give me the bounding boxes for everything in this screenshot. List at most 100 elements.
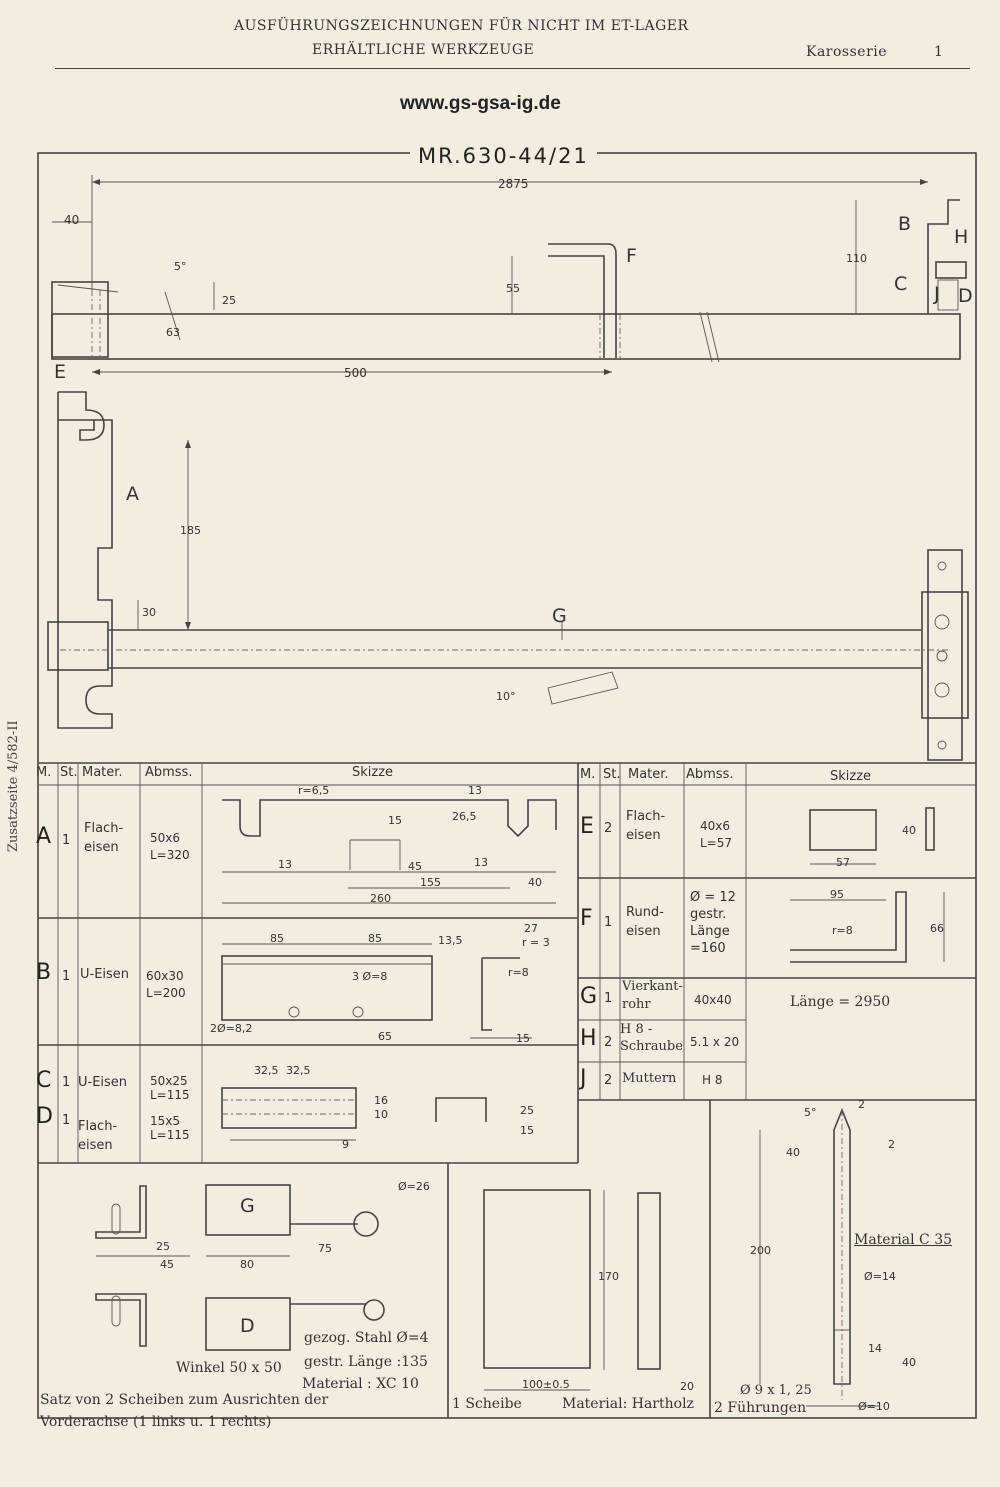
svg-text:40: 40 xyxy=(786,1146,800,1159)
svg-text:10: 10 xyxy=(374,1108,388,1121)
dim-110: 110 xyxy=(846,252,867,265)
hdr-st-right: St. xyxy=(603,767,621,782)
header-rule xyxy=(55,68,970,69)
svg-text:Ø=14: Ø=14 xyxy=(864,1270,896,1283)
header-section: Karosserie xyxy=(806,44,888,60)
svg-text:13,5: 13,5 xyxy=(438,934,463,947)
svg-text:45: 45 xyxy=(408,860,422,873)
part-b-letter: B xyxy=(36,960,52,985)
svg-text:40: 40 xyxy=(902,1356,916,1369)
svg-text:13: 13 xyxy=(474,856,488,869)
dim-63: 63 xyxy=(166,326,180,339)
svg-text:r=8: r=8 xyxy=(832,924,853,937)
svg-text:57: 57 xyxy=(836,856,850,869)
svg-text:16: 16 xyxy=(374,1094,388,1107)
hdr-m-right: M. xyxy=(580,767,596,782)
svg-text:13: 13 xyxy=(468,784,482,797)
svg-text:40: 40 xyxy=(902,824,916,837)
part-c-material: U-Eisen xyxy=(78,1075,128,1090)
part-g-letter: G xyxy=(580,984,598,1009)
svg-text:32,5: 32,5 xyxy=(286,1064,311,1077)
material-hartholz: Material: Hartholz xyxy=(562,1396,694,1412)
hdr-abmss-left: Abmss. xyxy=(145,765,193,780)
svg-text:200: 200 xyxy=(750,1244,771,1257)
hdr-skizze-left: Skizze xyxy=(352,765,394,780)
letter-c: C xyxy=(894,273,907,295)
dim-30: 30 xyxy=(142,606,156,619)
svg-text:26,5: 26,5 xyxy=(452,810,477,823)
part-a-letter: A xyxy=(36,824,52,849)
header-page-number: 1 xyxy=(934,44,944,60)
svg-text:14: 14 xyxy=(868,1342,882,1355)
letter-h: H xyxy=(954,226,968,248)
hdr-skizze-right: Skizze xyxy=(830,769,872,784)
svg-text:80: 80 xyxy=(240,1258,254,1271)
svg-text:2Ø=8,2: 2Ø=8,2 xyxy=(210,1022,252,1035)
part-a-dims: 50x6 L=320 xyxy=(150,831,190,863)
dim-5deg: 5° xyxy=(174,260,187,273)
part-e-dims: 40x6 L=57 xyxy=(700,819,733,851)
part-j-dims: H 8 xyxy=(702,1073,723,1087)
part-j-letter: J xyxy=(580,1066,587,1091)
svg-text:9: 9 xyxy=(342,1138,349,1151)
svg-text:40: 40 xyxy=(528,876,542,889)
thread-note: Ø 9 x 1, 25 xyxy=(740,1383,812,1398)
hdr-m-left: M. xyxy=(36,765,52,780)
winkel-top xyxy=(95,1185,147,1239)
letter-j: J xyxy=(933,283,940,305)
part-h-dims: 5.1 x 20 xyxy=(690,1035,740,1049)
part-d-letter: D xyxy=(36,1104,53,1129)
part-g-length: Länge = 2950 xyxy=(790,994,891,1010)
satz-note-2: Vorderachse (1 links u. 1 rechts) xyxy=(40,1414,272,1430)
part-c-dims: 50x25 L=115 xyxy=(150,1074,190,1103)
scheibe-note: 1 Scheibe xyxy=(452,1396,522,1412)
svg-text:15: 15 xyxy=(388,814,402,827)
part-h-material: H 8 - Schraube xyxy=(620,1022,683,1054)
dim-500: 500 xyxy=(344,366,367,380)
header-line-2: ERHÄLTLICHE WERKZEUGE xyxy=(312,42,535,58)
header-line-1: AUSFÜHRUNGSZEICHNUNGEN FÜR NICHT IM ET-L… xyxy=(234,18,689,34)
dim-185: 185 xyxy=(180,524,201,537)
guide-pin xyxy=(833,1107,851,1385)
svg-text:25: 25 xyxy=(156,1240,170,1253)
svg-text:260: 260 xyxy=(370,892,391,905)
hdr-mater-left: Mater. xyxy=(82,765,123,780)
sketch-f xyxy=(790,891,907,963)
part-e-material: Flach- eisen xyxy=(626,809,666,843)
part-f-material: Rund- eisen xyxy=(626,905,664,939)
svg-text:100±0.5: 100±0.5 xyxy=(522,1378,570,1391)
letter-e: E xyxy=(54,361,66,383)
svg-text:3 Ø=8: 3 Ø=8 xyxy=(352,970,387,983)
part-h-letter: H xyxy=(580,1026,597,1051)
svg-text:20: 20 xyxy=(680,1380,694,1393)
dim-55: 55 xyxy=(506,282,520,295)
dim-40: 40 xyxy=(64,213,79,227)
letter-d: D xyxy=(958,285,973,307)
svg-text:G: G xyxy=(240,1195,255,1217)
dim-length: 2875 xyxy=(498,177,529,191)
part-j-material: Muttern xyxy=(622,1071,677,1086)
part-f-dims: Ø = 12 gestr. Länge =160 xyxy=(690,890,736,956)
part-d-dims: 15x5 L=115 xyxy=(150,1114,190,1143)
part-c-letter: C xyxy=(36,1068,52,1093)
part-g-material: Vierkant- rohr xyxy=(622,979,683,1012)
part-b-material: U-Eisen xyxy=(80,967,130,982)
svg-text:32,5: 32,5 xyxy=(254,1064,279,1077)
svg-text:95: 95 xyxy=(830,888,844,901)
length-note: gestr. Länge :135 xyxy=(304,1354,428,1370)
part-a-profile xyxy=(57,391,113,729)
part-e-letter: E xyxy=(580,814,594,839)
svg-text:13: 13 xyxy=(278,858,292,871)
svg-text:r = 3: r = 3 xyxy=(522,936,550,949)
svg-text:45: 45 xyxy=(160,1258,174,1271)
sketch-cd xyxy=(221,1087,357,1129)
hdr-mater-right: Mater. xyxy=(628,767,669,782)
svg-text:85: 85 xyxy=(270,932,284,945)
dim-10deg: 10° xyxy=(496,690,516,703)
svg-text:155: 155 xyxy=(420,876,441,889)
letter-b: B xyxy=(898,213,911,235)
drawing-title: MR.630-44/21 xyxy=(410,144,597,168)
dim-25: 25 xyxy=(222,294,236,307)
svg-text:85: 85 xyxy=(368,932,382,945)
